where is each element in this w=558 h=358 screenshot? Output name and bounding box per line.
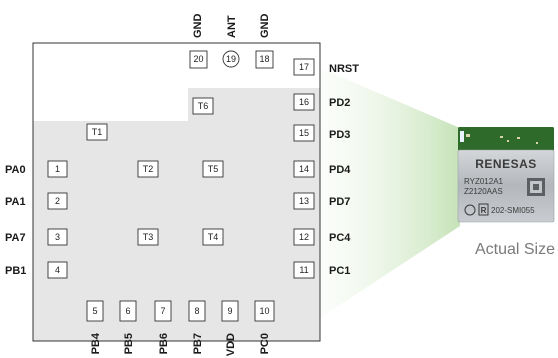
chip-component — [536, 142, 538, 144]
chip-component — [466, 134, 470, 137]
pin-box — [86, 300, 104, 322]
pin-box — [154, 300, 172, 322]
zoom-highlight-beam — [320, 68, 460, 318]
test-point-box — [137, 228, 159, 246]
chip-photo: RENESAS RYZ012A1 Z2120AAS R 202-SMI055 — [457, 127, 555, 223]
chip-line3: 202-SMI055 — [491, 206, 535, 215]
pin-label: GND — [259, 14, 271, 39]
pin-label: PB7 — [192, 333, 204, 354]
pin-number: 15 — [299, 128, 309, 138]
pin-number: 1 — [55, 164, 60, 174]
chip-component — [507, 140, 509, 142]
pin-box — [293, 261, 315, 279]
pin-box — [189, 50, 208, 69]
chip-line1: RYZ012A1 — [464, 177, 504, 186]
pin-label: PB5 — [123, 333, 135, 354]
left-pins: 1 PA0 2 PA1 3 PA7 4 PB1 — [5, 160, 68, 279]
test-points: T1 T2 T3 T4 T5 T6 — [86, 97, 224, 246]
pin-box — [188, 300, 206, 322]
chip-brand: RENESAS — [475, 157, 537, 171]
pin-box — [221, 300, 239, 322]
test-point-label: T3 — [143, 232, 154, 242]
pin-box — [293, 93, 315, 111]
pin-number: 8 — [194, 306, 199, 316]
chip-cert-mark — [464, 204, 476, 216]
pin-label: PD3 — [329, 129, 350, 141]
pin-box — [293, 124, 315, 142]
test-point-label: T2 — [143, 164, 154, 174]
pin-number: 17 — [299, 62, 309, 72]
pin-label: PA0 — [5, 164, 26, 176]
pin-label: PC1 — [329, 265, 350, 277]
pin-box — [293, 58, 315, 76]
pin-label: PC4 — [329, 232, 351, 244]
pin-number: 6 — [125, 306, 130, 316]
chip-r-mark-box — [478, 203, 489, 216]
pin-number: 12 — [299, 232, 309, 242]
pin-box — [254, 300, 275, 322]
pin-box — [47, 192, 68, 210]
pin-number: 18 — [259, 54, 269, 64]
pin-box — [47, 228, 68, 246]
pin-box — [293, 228, 315, 246]
antenna-pin-number: 19 — [226, 54, 236, 64]
pin-number: 14 — [299, 164, 309, 174]
pin-label: NRST — [329, 63, 359, 75]
pin-label: PB4 — [90, 332, 102, 354]
pin-number: 20 — [193, 54, 203, 64]
pin-number: 10 — [259, 306, 269, 316]
pin-box — [47, 160, 68, 178]
test-point-box — [86, 123, 108, 141]
pin-number: 9 — [227, 306, 232, 316]
test-point-box — [137, 160, 159, 178]
pin-label: PB1 — [5, 265, 26, 277]
pin-label: GND — [192, 14, 204, 39]
pin-label: PD4 — [329, 164, 351, 176]
pin-box — [119, 300, 137, 322]
pin-number: 7 — [160, 306, 165, 316]
pin-label: VDD — [225, 333, 237, 356]
chip-component — [500, 136, 503, 138]
test-point-label: T5 — [208, 164, 219, 174]
chip-antenna-marker — [460, 131, 464, 142]
pin-box — [293, 192, 315, 210]
test-point-box — [202, 228, 224, 246]
chip-qr-code-inner — [533, 184, 539, 190]
test-point-box — [202, 160, 224, 178]
pin-number: 3 — [55, 232, 60, 242]
test-point-box — [192, 97, 214, 115]
pin-number: 5 — [92, 306, 97, 316]
pin-label: PA1 — [5, 196, 26, 208]
chip-component — [517, 137, 520, 139]
pin-label: PC0 — [259, 333, 271, 354]
antenna-pin — [222, 50, 240, 68]
pin-number: 2 — [55, 196, 60, 206]
pin-box — [47, 261, 68, 279]
test-point-label: T4 — [208, 232, 219, 242]
bottom-pins: 5 PB4 6 PB5 7 PB6 8 PB7 9 VDD 10 PC0 — [86, 300, 275, 356]
pin-label: PD7 — [329, 196, 350, 208]
pin-number: 16 — [299, 97, 309, 107]
right-pins: 17 NRST 16 PD2 15 PD3 14 PD4 13 PD7 12 P… — [293, 58, 359, 279]
test-point-label: T6 — [198, 101, 209, 111]
pin-number: 13 — [299, 196, 309, 206]
pin-label: PB6 — [158, 333, 170, 354]
pin-number: 4 — [55, 265, 60, 275]
pin-box — [293, 160, 315, 178]
pin-label: ANT — [226, 15, 238, 38]
chip-line2: Z2120AAS — [464, 187, 503, 196]
actual-size-caption: Actual Size — [475, 241, 555, 258]
test-point-label: T1 — [92, 127, 103, 137]
chip-pcb — [458, 127, 554, 153]
pin-number: 11 — [299, 265, 308, 275]
pin-label: PA7 — [5, 232, 26, 244]
top-pins: 20 18 GND ANT GND — [189, 14, 274, 69]
chip-r-mark: R — [481, 206, 487, 215]
module-body — [32, 42, 321, 342]
pin-label: PD2 — [329, 97, 350, 109]
pin-box — [255, 50, 274, 69]
